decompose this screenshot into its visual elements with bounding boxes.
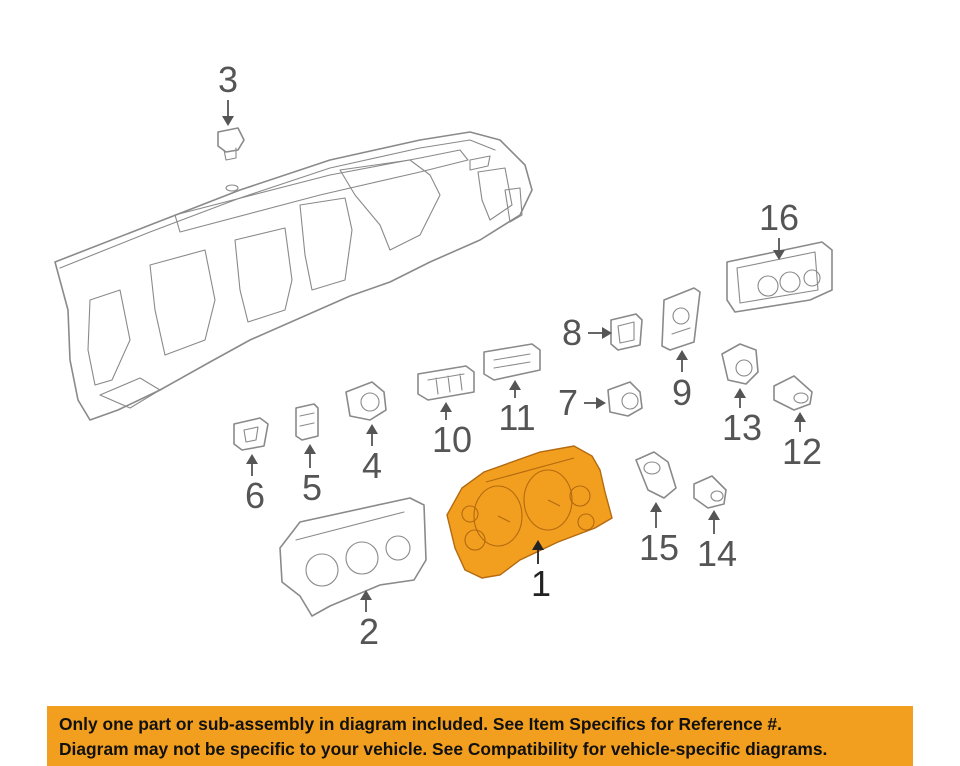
callout-14-number: 14 <box>697 533 737 574</box>
callout-16-number: 16 <box>759 197 799 238</box>
callout-10-number: 10 <box>432 419 472 460</box>
callout-4: 4 <box>362 424 382 486</box>
callout-5-number: 5 <box>302 467 322 508</box>
part-3-clip <box>217 127 245 161</box>
callout-16: 16 <box>759 197 799 260</box>
part-11-switch-bank <box>483 343 541 381</box>
callout-3-arrowhead <box>222 116 234 126</box>
callout-12-number: 12 <box>782 431 822 472</box>
callouts: 3 16 8 9 7 11 10 <box>218 59 822 652</box>
part-4-knob <box>345 381 387 421</box>
callout-13-arrowhead <box>734 388 746 398</box>
part-14-socket <box>693 475 727 509</box>
callout-9-arrowhead <box>676 350 688 360</box>
callout-6-number: 6 <box>245 475 265 516</box>
callout-12: 12 <box>782 412 822 472</box>
part-10-switch-bank <box>417 365 475 401</box>
callout-5: 5 <box>302 444 322 508</box>
callout-3-number: 3 <box>218 59 238 100</box>
callout-13-number: 13 <box>722 407 762 448</box>
callout-15-arrowhead <box>650 502 662 512</box>
callout-8: 8 <box>562 312 612 353</box>
instrument-panel <box>54 131 533 421</box>
callout-3: 3 <box>218 59 238 126</box>
callout-11-number: 11 <box>498 397 535 438</box>
callout-7-arrowhead <box>596 397 606 409</box>
callout-15: 15 <box>639 502 679 568</box>
part-5-switch <box>295 403 319 441</box>
part-9-switch-plate <box>661 287 701 351</box>
part-15-bezel <box>635 451 677 499</box>
part-8-switch <box>610 313 643 351</box>
part-16-climate-control <box>726 241 833 313</box>
callout-10-arrowhead <box>440 402 452 412</box>
callout-2: 2 <box>359 590 379 652</box>
part-13-bezel <box>721 343 759 385</box>
part-1-instrument-cluster <box>446 445 613 579</box>
callout-11-arrowhead <box>509 380 521 390</box>
callout-8-number: 8 <box>562 312 582 353</box>
callout-13: 13 <box>722 388 762 448</box>
disclaimer-line-1: Only one part or sub-assembly in diagram… <box>59 714 782 734</box>
part-12-socket <box>773 375 813 411</box>
parts-diagram: 3 16 8 9 7 11 10 <box>54 59 833 652</box>
callout-10: 10 <box>432 402 472 460</box>
part-6-switch <box>233 417 269 451</box>
part-2-cluster-bezel <box>279 497 427 617</box>
part-7-knob <box>607 381 643 417</box>
callout-4-number: 4 <box>362 445 382 486</box>
callout-14-arrowhead <box>708 510 720 520</box>
callout-4-arrowhead <box>366 424 378 434</box>
callout-9-number: 9 <box>672 372 692 413</box>
callout-9: 9 <box>672 350 692 413</box>
callout-7: 7 <box>558 382 606 423</box>
callout-7-number: 7 <box>558 382 578 423</box>
callout-1-arrowhead <box>532 540 544 550</box>
callout-6-arrowhead <box>246 454 258 464</box>
callout-1-number: 1 <box>531 563 551 604</box>
callout-6: 6 <box>245 454 265 516</box>
callout-8-arrowhead <box>602 327 612 339</box>
callout-2-number: 2 <box>359 611 379 652</box>
callout-12-arrowhead <box>794 412 806 422</box>
disclaimer-line-2: Diagram may not be specific to your vehi… <box>59 739 828 759</box>
callout-5-arrowhead <box>304 444 316 454</box>
callout-14: 14 <box>697 510 737 574</box>
callout-1: 1 <box>531 540 551 604</box>
disclaimer-banner: Only one part or sub-assembly in diagram… <box>47 706 913 766</box>
callout-11: 11 <box>498 380 536 438</box>
callout-16-arrowhead <box>773 250 785 260</box>
callout-2-arrowhead <box>360 590 372 600</box>
callout-15-number: 15 <box>639 527 679 568</box>
